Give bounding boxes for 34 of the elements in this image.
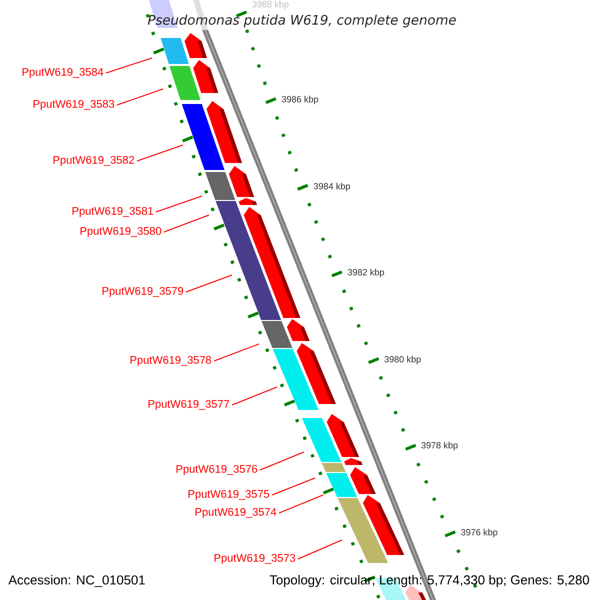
gene-label: PputW619_3577 [148, 400, 230, 410]
leader-line [116, 88, 164, 106]
leader-line [298, 540, 342, 560]
gene-label: PputW619_3581 [72, 207, 154, 217]
leader-line [214, 344, 260, 362]
genome-info-text: Topology: circular; Length: 5,774,330 bp; Genes: 5,280 [270, 574, 590, 588]
tick-label: 3980 kbp [384, 356, 421, 364]
leader-line [278, 494, 324, 514]
gene-label: PputW619_3573 [214, 554, 296, 564]
tick-label: 3976 kbp [461, 528, 498, 538]
leader-line [106, 58, 152, 74]
leader-line [186, 274, 232, 292]
title: Pseudomonas putida W619, complete genome [148, 14, 456, 28]
leader-line [260, 452, 304, 470]
leader-line [232, 386, 278, 406]
leader-line [156, 196, 202, 212]
gene-label: PputW619_3576 [176, 465, 258, 475]
gene-label: PputW619_3575 [188, 490, 270, 500]
leader-line [164, 214, 210, 232]
gene-label: PputW619_3574 [196, 508, 276, 518]
tick-label: 3984 kbp [314, 182, 350, 192]
gene-label: PputW619_3582 [54, 156, 134, 166]
leader-line [272, 478, 316, 496]
leader-line [136, 144, 184, 162]
gene-label: PputW619_3583 [34, 100, 114, 110]
accession-text: Accession: NC_010501 [8, 575, 145, 587]
tick-label: 3988 kbp [252, 0, 289, 10]
gene-label: PputW619_3584 [22, 68, 104, 78]
tick-label: 3986 kbp [282, 96, 318, 104]
gene-label: PputW619_3580 [80, 227, 162, 237]
gene-label: PputW619_3578 [130, 356, 212, 366]
tick-label: 3978 kbp [421, 442, 458, 450]
tick-label: 3982 kbp [348, 268, 384, 278]
gene-label: PputW619_3579 [102, 287, 184, 297]
